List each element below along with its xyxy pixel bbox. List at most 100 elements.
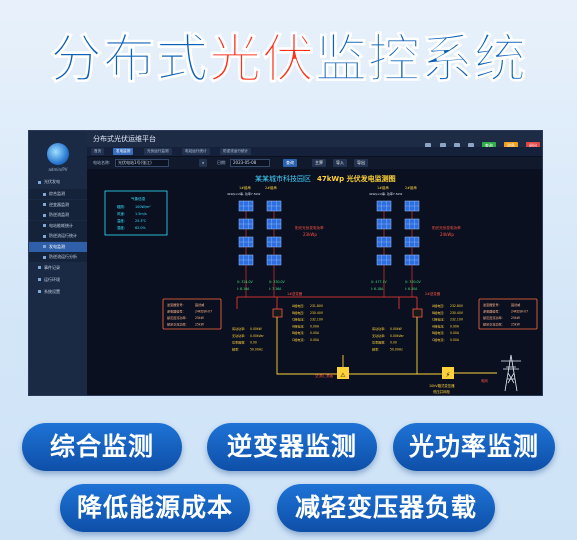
menu-bullet-icon — [43, 245, 46, 248]
sidebar-item-5[interactable]: 防逆流运行统计 — [29, 231, 87, 241]
menu-bullet-icon — [43, 213, 46, 217]
sidebar-item-0[interactable]: 光伏发电 — [29, 177, 87, 187]
date-label: 日期: — [217, 160, 227, 165]
headline: 分布式光伏监控系统 — [0, 28, 577, 92]
export-button-3[interactable]: 导出 — [354, 159, 368, 167]
tab-pv-monitor[interactable]: 光伏运行监测 — [144, 148, 172, 155]
string-label-r1: 1#组串 — [377, 185, 389, 190]
combiner-warning-icon: ⚠ — [340, 372, 346, 379]
logo-globe-icon — [47, 143, 69, 165]
inverter-info-value: 25kW — [511, 316, 520, 320]
logo-text: admin/PV — [48, 167, 68, 172]
tab-bar: 首页 发电监测 光伏运行监测 电站运行统计 防逆流运行统计 — [87, 147, 542, 156]
inverter-info-value: 24KDSK-07 — [195, 310, 212, 314]
sidebar-item-1[interactable]: 综合监测 — [29, 189, 87, 199]
station-search-icon[interactable]: ⌕ — [199, 159, 208, 167]
solar-panel-grid — [267, 201, 281, 211]
dc-bus-line — [236, 296, 417, 309]
tab-anti-backflow-stats[interactable]: 防逆流运行统计 — [220, 148, 252, 155]
measure-key: C相电压: — [292, 317, 304, 322]
inverter-right-icon[interactable] — [412, 308, 423, 318]
sidebar-item-7[interactable]: 防逆流运行分析 — [29, 252, 87, 262]
sidebar-item-label: 事件记录 — [44, 264, 60, 270]
sidebar-item-10[interactable]: 系统设置 — [29, 287, 87, 297]
dc-left-i2: I: 7.36A — [269, 287, 282, 291]
measure-value: 0.00 — [250, 341, 257, 345]
sidebar-item-9[interactable]: 运行环境 — [29, 275, 87, 285]
tab-home[interactable]: 首页 — [91, 148, 105, 155]
array-label-right: 阳光光伏发电功率 — [432, 225, 461, 230]
fullscreen-icon[interactable] — [453, 142, 460, 149]
measure-key: B相电压: — [292, 310, 304, 315]
sidebar-item-label: 综合监测 — [49, 191, 65, 196]
search-icon[interactable] — [425, 142, 432, 149]
measure-value: 232.10V — [450, 318, 464, 322]
weather-key: 风速: — [117, 211, 125, 216]
headline-part1: 分布式 — [49, 30, 209, 91]
sidebar-item-label: 运行环境 — [44, 276, 60, 282]
app-title: 分布式光伏运维平台 — [93, 135, 156, 143]
measure-key: B相电流: — [292, 330, 304, 335]
sidebar-item-label: 逆变器监测 — [49, 201, 69, 207]
measure-value: 230.40V — [450, 311, 464, 315]
menu-group-icon — [38, 290, 41, 293]
search-button[interactable]: 查询 — [283, 159, 297, 167]
transformer-label2: 低压并网柜 — [433, 389, 451, 394]
weather-key: 湿度: — [117, 225, 125, 230]
grid-label: 电网 — [481, 378, 488, 383]
menu-group-icon — [38, 266, 41, 269]
refresh-icon[interactable] — [467, 142, 474, 149]
sidebar-item-label: 防逆流运行统计 — [49, 233, 77, 238]
measure-value: 231.80V — [310, 304, 324, 308]
menu-group-icon — [38, 180, 41, 184]
measure-value: 0.00A — [450, 331, 460, 335]
sidebar-item-4[interactable]: 电站能耗统计 — [29, 220, 87, 231]
weather-value: 1.5m/s — [135, 212, 147, 216]
combiner-label: 交流汇流箱 — [315, 373, 333, 378]
solar-panel-grid — [377, 255, 391, 265]
export-button-2[interactable]: 导入 — [333, 159, 347, 167]
inverter-info-key: 额定直流功率: — [483, 315, 503, 320]
sidebar-item-2[interactable]: 逆变器监测 — [29, 199, 87, 210]
export-button-1[interactable]: 主界 — [312, 159, 326, 167]
combiner-icon[interactable] — [337, 367, 349, 379]
power-tower-icon — [501, 354, 521, 392]
measure-value: 0.00A — [310, 331, 320, 335]
measure-value: 0.00A — [450, 324, 460, 328]
sidebar-item-6[interactable]: 发电监测 — [29, 241, 87, 252]
solar-panel-grid — [239, 255, 253, 265]
transformer-icon[interactable] — [442, 367, 454, 379]
inverter-info-key: 逆变器型号: — [167, 302, 184, 307]
menu-bullet-icon — [43, 224, 46, 227]
sidebar-item-8[interactable]: 事件记录 — [29, 263, 87, 273]
inverter-info-key: 逆变器编号: — [167, 309, 184, 314]
feature-pill-4: 降低能源成本 — [60, 484, 250, 532]
solar-panel-grid — [239, 201, 253, 211]
inverter-left-label: 1#逆变器 — [287, 291, 303, 296]
top-button-query[interactable]: 查询 — [481, 142, 496, 149]
dc-right-i2: I: 6.30A — [405, 287, 418, 291]
measure-key: A相电流: — [432, 323, 444, 328]
solar-panel-grid — [267, 255, 281, 265]
measure-key: C相电流: — [292, 337, 304, 342]
top-button-logout[interactable]: 退出 — [526, 142, 540, 149]
tab-power-monitor[interactable]: 发电监测 — [113, 148, 134, 155]
station-select[interactable]: 光伏电站1号(张江) — [115, 159, 169, 167]
date-select[interactable]: 2023-05-08 — [230, 159, 270, 167]
headline-part2: 光伏 — [208, 30, 315, 91]
tab-station-stats[interactable]: 电站运行统计 — [182, 148, 210, 155]
inverter-left-box — [162, 298, 222, 330]
solar-panel-grid — [267, 219, 281, 229]
measure-key: 无功功率: — [372, 333, 385, 338]
top-button-message[interactable]: 消息 — [503, 142, 518, 149]
settings-icon[interactable] — [439, 142, 446, 149]
inverter-left-icon[interactable] — [272, 308, 283, 318]
sidebar-item-label: 防逆流运行分析 — [49, 254, 77, 259]
measure-key: 有功功率: — [372, 326, 385, 331]
inverter-right-label: 2#逆变器 — [425, 291, 441, 296]
dc-left-u1: U: 324.0V — [237, 280, 254, 284]
array-label-left: 阳光光伏发电功率 — [295, 225, 324, 230]
inverter-right-box — [478, 298, 538, 330]
sidebar-item-3[interactable]: 防逆流监测 — [29, 210, 87, 220]
